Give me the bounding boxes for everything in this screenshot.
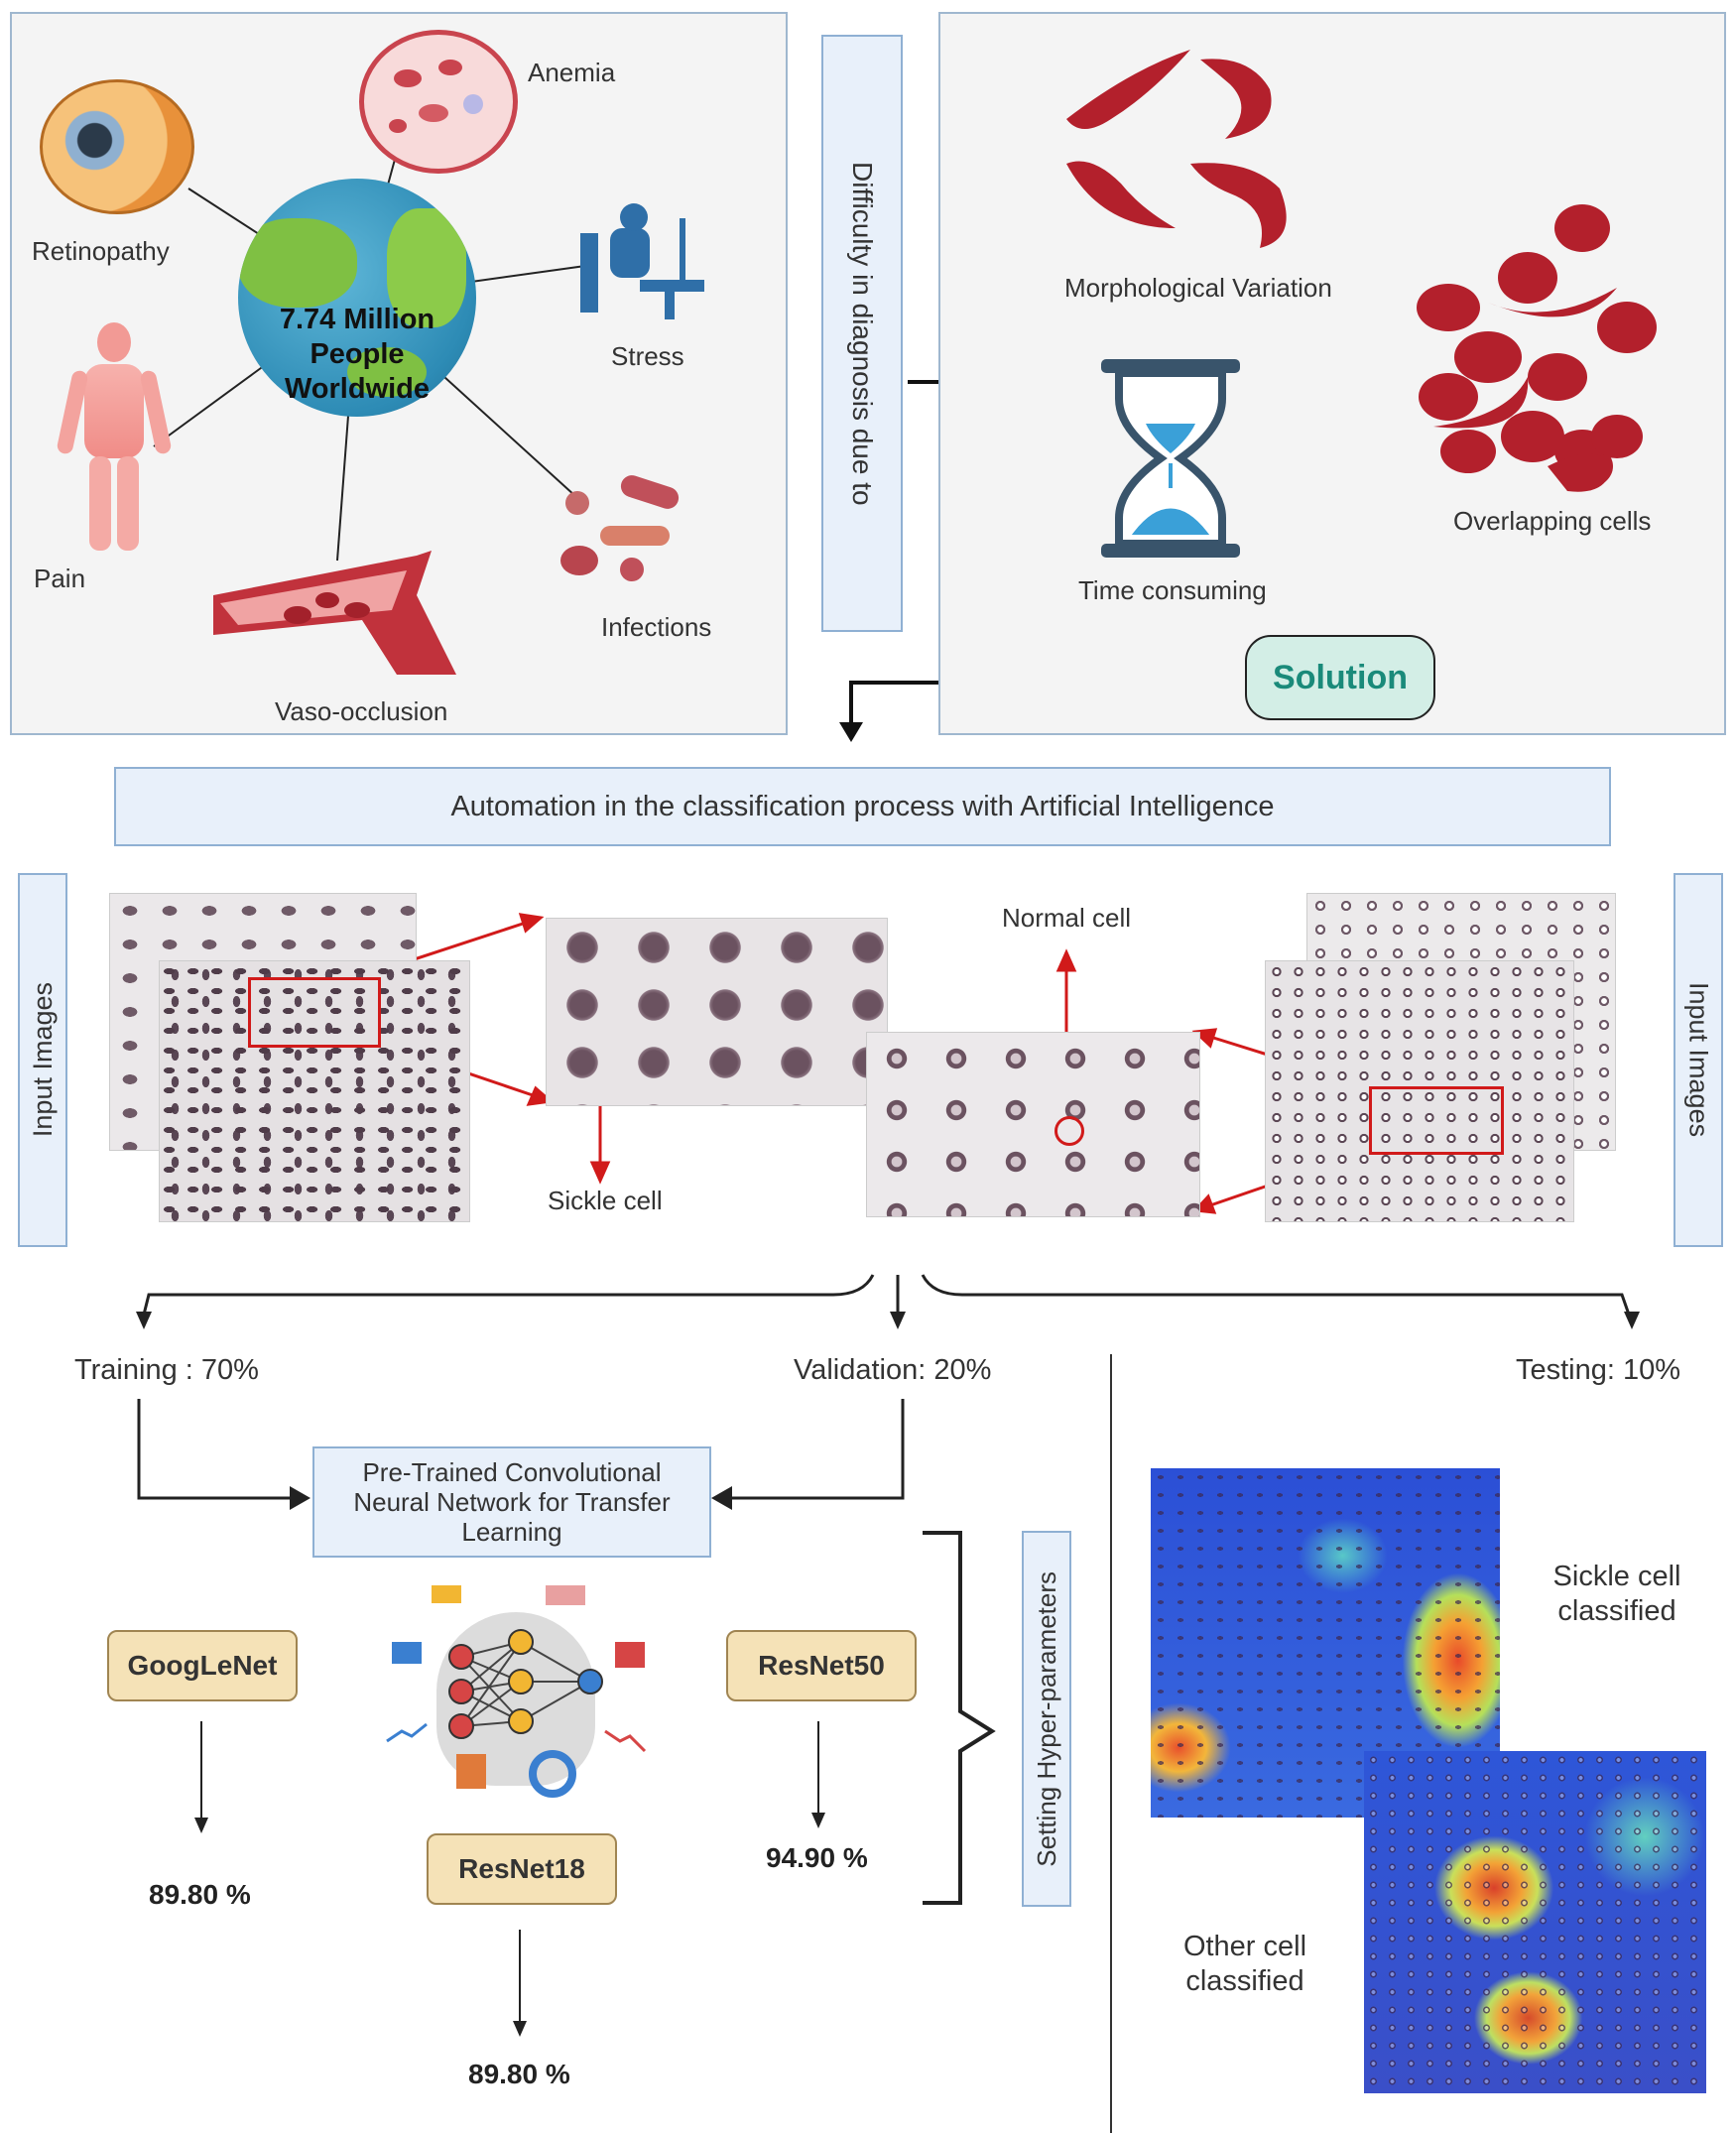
- anemia-label: Anemia: [528, 58, 616, 87]
- resnet18-label: ResNet18: [458, 1853, 585, 1884]
- other-classified-label: Other cell classified: [1182, 1931, 1307, 1997]
- difficulty-label: Difficulty in diagnosis due to: [847, 161, 878, 506]
- resnet50-model: ResNet50: [726, 1630, 917, 1701]
- stress-icon: [570, 188, 709, 319]
- time-label: Time consuming: [1078, 575, 1267, 605]
- solution-button[interactable]: Solution: [1245, 635, 1435, 720]
- hyper-parameters-box: Setting Hyper-parameters: [1022, 1531, 1071, 1907]
- resnet18-accuracy: 89.80 %: [468, 2059, 570, 2089]
- overlapping-label: Overlapping cells: [1453, 506, 1652, 536]
- resnet50-accuracy: 94.90 %: [766, 1842, 868, 1873]
- sickle-classified-label: Sickle cell classified: [1552, 1561, 1681, 1627]
- resnet18-model: ResNet18: [427, 1833, 617, 1905]
- globe-text: 7.74 Million People Worldwide: [279, 304, 435, 405]
- hyper-parameters-label: Setting Hyper-parameters: [1031, 1570, 1061, 1867]
- vaso-occlusion-label: Vaso-occlusion: [275, 696, 448, 726]
- googlenet-model: GoogLeNet: [107, 1630, 298, 1701]
- other-heatmap: [1364, 1751, 1706, 2093]
- difficulty-box: Difficulty in diagnosis due to: [821, 35, 903, 632]
- hourglass-icon: [1101, 359, 1240, 558]
- input-images-right: Input Images: [1674, 873, 1723, 1247]
- input-images-right-label: Input Images: [1683, 982, 1714, 1138]
- anemia-icon: [359, 30, 518, 174]
- normal-micrograph-front: [1265, 960, 1574, 1222]
- zoom-box-right: [1369, 1086, 1504, 1155]
- normal-cell-marker: [1054, 1116, 1084, 1146]
- sickle-cell-label: Sickle cell: [548, 1186, 663, 1215]
- pretrained-cnn-box: Pre-Trained Convolutional Neural Network…: [312, 1446, 711, 1558]
- normal-zoom-micrograph: [866, 1032, 1200, 1217]
- solution-label: Solution: [1273, 658, 1408, 696]
- automation-label: Automation in the classification process…: [450, 790, 1275, 822]
- pain-label: Pain: [34, 564, 86, 593]
- sickle-zoom-micrograph: [546, 918, 888, 1106]
- googlenet-label: GoogLeNet: [127, 1650, 278, 1681]
- googlenet-accuracy: 89.80 %: [149, 1879, 251, 1910]
- stress-label: Stress: [611, 341, 684, 371]
- globe-icon: [238, 179, 476, 417]
- zoom-box-left: [248, 977, 381, 1048]
- retinopathy-label: Retinopathy: [32, 236, 170, 266]
- body-icon: [56, 322, 173, 551]
- normal-cell-label: Normal cell: [1002, 903, 1132, 933]
- pretrained-cnn-label: Pre-Trained Convolutional Neural Network…: [353, 1457, 671, 1547]
- sickle-heatmap: [1151, 1468, 1500, 1818]
- automation-banner: Automation in the classification process…: [114, 767, 1611, 846]
- resnet50-label: ResNet50: [758, 1650, 885, 1681]
- morphological-label: Morphological Variation: [1064, 273, 1332, 303]
- validation-split: Validation: 20%: [794, 1354, 992, 1386]
- training-split: Training : 70%: [74, 1354, 259, 1386]
- infections-label: Infections: [601, 612, 712, 642]
- neural-network-icon: [382, 1577, 650, 1806]
- input-images-left: Input Images: [18, 873, 67, 1247]
- infections-icon: [551, 472, 699, 585]
- challenges-panel: [938, 12, 1726, 735]
- input-images-left-label: Input Images: [27, 982, 58, 1138]
- eye-icon: [40, 79, 194, 214]
- sickle-micrograph-front: [159, 960, 470, 1222]
- testing-split: Testing: 10%: [1516, 1354, 1681, 1386]
